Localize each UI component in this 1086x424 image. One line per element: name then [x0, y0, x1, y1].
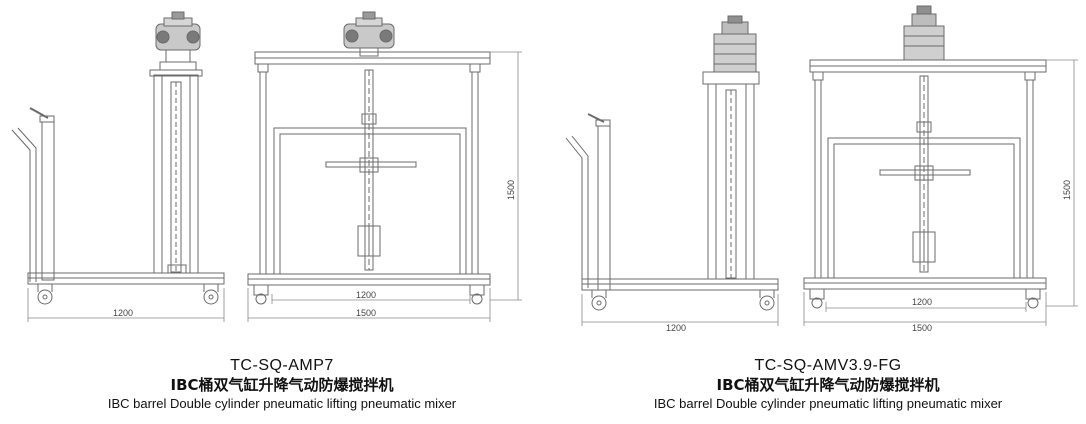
p2-dim-side-width: 1200	[666, 323, 686, 333]
p2-side-view	[565, 15, 779, 311]
p1-name-cn: IBC桶双气缸升降气动防爆搅拌机	[170, 376, 394, 394]
p1-model: TC-SQ-AMP7	[230, 357, 334, 374]
p2-dim-front-width: 1500	[912, 323, 932, 333]
p2-name-cn: IBC桶双气缸升降气动防爆搅拌机	[716, 376, 940, 394]
p1-dim-side-width: 1200	[113, 308, 133, 318]
p1-side-view	[11, 11, 225, 305]
p2-caption: TC-SQ-AMV3.9-FG IBC桶双气缸升降气动防爆搅拌机 IBC bar…	[578, 356, 1078, 413]
p2-dim-height: 1500	[1062, 180, 1072, 200]
p1-dim-front-width: 1500	[356, 308, 376, 318]
p1-caption: TC-SQ-AMP7 IBC桶双气缸升降气动防爆搅拌机 IBC barrel D…	[32, 356, 532, 413]
p1-name-en: IBC barrel Double cylinder pneumatic lif…	[107, 396, 457, 411]
p1-dim-front-inner: 1200	[356, 290, 376, 300]
p1-dim-height: 1500	[506, 180, 516, 200]
p2-name-en: IBC barrel Double cylinder pneumatic lif…	[653, 396, 1003, 411]
p2-model: TC-SQ-AMV3.9-FG	[754, 357, 902, 374]
p1-front-view	[247, 11, 491, 305]
p2-front-view	[803, 5, 1047, 309]
p2-dim-front-inner: 1200	[912, 297, 932, 307]
